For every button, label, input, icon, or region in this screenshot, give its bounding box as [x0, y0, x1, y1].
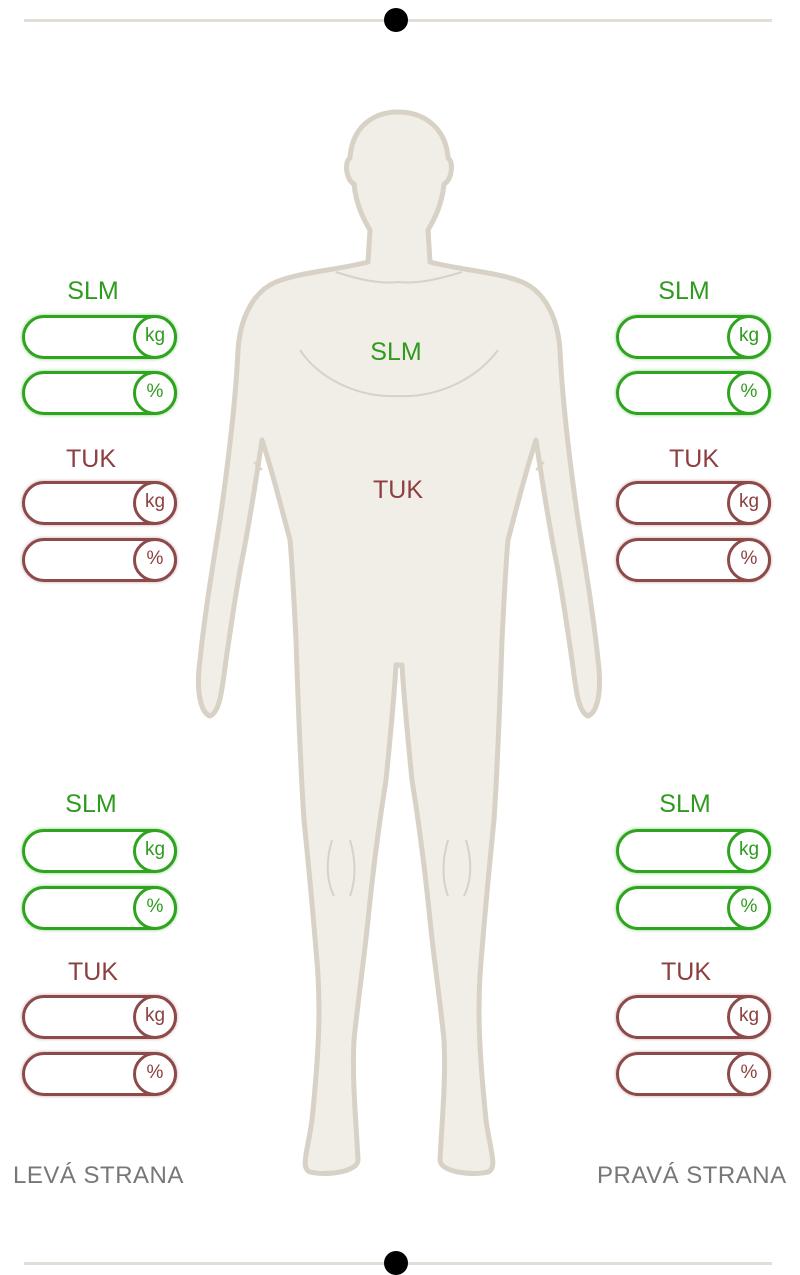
right-leg-slm-label: SLM — [605, 790, 765, 818]
left-leg-slm-label: SLM — [11, 790, 171, 818]
right-leg-slm-kg-input[interactable] — [631, 836, 730, 868]
kg-unit-badge: kg — [727, 829, 771, 873]
kg-unit-badge: kg — [727, 995, 771, 1039]
right-arm-slm-label: SLM — [604, 277, 764, 305]
right-side-label: PRAVÁ STRANA — [597, 1162, 787, 1190]
right-leg-tuk-kg-field[interactable]: kg — [616, 995, 771, 1039]
trunk-slm-label: SLM — [336, 338, 456, 367]
right-arm-tuk-kg-input[interactable] — [631, 488, 730, 520]
left-arm-slm-percent-field[interactable]: % — [22, 371, 177, 415]
left-arm-tuk-percent-input[interactable] — [37, 545, 136, 577]
right-arm-tuk-percent-field[interactable]: % — [616, 538, 771, 582]
kg-unit-badge: kg — [727, 315, 771, 359]
right-arm-tuk-kg-field[interactable]: kg — [616, 481, 771, 525]
left-leg-tuk-kg-field[interactable]: kg — [22, 995, 177, 1039]
left-arm-tuk-label: TUK — [11, 445, 171, 473]
percent-unit-badge: % — [133, 538, 177, 582]
kg-unit-badge: kg — [133, 315, 177, 359]
left-leg-tuk-kg-input[interactable] — [37, 1002, 136, 1034]
kg-unit-badge: kg — [133, 995, 177, 1039]
right-leg-slm-kg-field[interactable]: kg — [616, 829, 771, 873]
kg-unit-badge: kg — [133, 829, 177, 873]
percent-unit-badge: % — [727, 371, 771, 415]
kg-unit-badge: kg — [727, 481, 771, 525]
left-leg-slm-kg-field[interactable]: kg — [22, 829, 177, 873]
left-leg-slm-percent-field[interactable]: % — [22, 886, 177, 930]
left-arm-slm-label: SLM — [13, 277, 173, 305]
left-leg-slm-percent-input[interactable] — [37, 893, 136, 925]
left-leg-slm-kg-input[interactable] — [37, 836, 136, 868]
right-arm-tuk-label: TUK — [614, 445, 774, 473]
right-leg-tuk-kg-input[interactable] — [631, 1002, 730, 1034]
right-leg-tuk-label: TUK — [606, 958, 766, 986]
right-leg-tuk-percent-field[interactable]: % — [616, 1052, 771, 1096]
left-arm-tuk-percent-field[interactable]: % — [22, 538, 177, 582]
percent-unit-badge: % — [133, 886, 177, 930]
percent-unit-badge: % — [727, 886, 771, 930]
left-arm-tuk-kg-field[interactable]: kg — [22, 481, 177, 525]
left-arm-tuk-kg-input[interactable] — [37, 488, 136, 520]
right-leg-slm-percent-field[interactable]: % — [616, 886, 771, 930]
left-arm-slm-kg-input[interactable] — [37, 322, 136, 354]
right-arm-slm-percent-field[interactable]: % — [616, 371, 771, 415]
right-arm-tuk-percent-input[interactable] — [631, 545, 730, 577]
right-arm-slm-kg-input[interactable] — [631, 322, 730, 354]
left-arm-slm-kg-field[interactable]: kg — [22, 315, 177, 359]
percent-unit-badge: % — [133, 371, 177, 415]
left-arm-slm-percent-input[interactable] — [37, 378, 136, 410]
right-leg-slm-percent-input[interactable] — [631, 893, 730, 925]
right-arm-slm-kg-field[interactable]: kg — [616, 315, 771, 359]
trunk-tuk-label: TUK — [338, 476, 458, 505]
left-leg-tuk-percent-field[interactable]: % — [22, 1052, 177, 1096]
right-arm-slm-percent-input[interactable] — [631, 378, 730, 410]
percent-unit-badge: % — [727, 1052, 771, 1096]
kg-unit-badge: kg — [133, 481, 177, 525]
left-leg-tuk-percent-input[interactable] — [37, 1059, 136, 1091]
left-leg-tuk-label: TUK — [13, 958, 173, 986]
percent-unit-badge: % — [727, 538, 771, 582]
left-side-label: LEVÁ STRANA — [13, 1162, 184, 1190]
right-leg-tuk-percent-input[interactable] — [631, 1059, 730, 1091]
percent-unit-badge: % — [133, 1052, 177, 1096]
